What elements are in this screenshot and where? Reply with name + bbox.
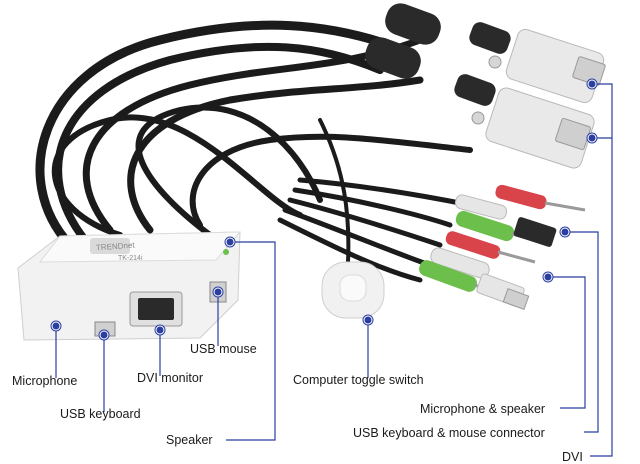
dvi-connector-top	[488, 28, 606, 104]
label-usb-keyboard-mouse-connector: USB keyboard & mouse connector	[353, 426, 545, 440]
label-dvi-monitor: DVI monitor	[137, 371, 203, 385]
label-usb-mouse: USB mouse	[190, 342, 257, 356]
label-speaker: Speaker	[166, 433, 213, 447]
device-model-text: TK-214i	[118, 255, 143, 262]
callout-dot-microphone	[51, 321, 61, 331]
kvm-device	[17, 231, 242, 341]
label-microphone-speaker: Microphone & speaker	[420, 402, 546, 416]
label-dvi: DVI	[562, 450, 583, 464]
cable-bundle	[35, 20, 473, 283]
label-usb-keyboard: USB keyboard	[60, 407, 141, 421]
callout-dot-usb-keyboard	[99, 330, 109, 340]
label-microphone: Microphone	[12, 374, 78, 388]
callout-dot-speaker	[225, 237, 235, 247]
callout-dot-usb-mouse	[213, 287, 223, 297]
callout-dot-usb-connector	[560, 227, 570, 237]
callout-dot-microphone-speaker	[543, 272, 553, 282]
label-computer-toggle-switch: Computer toggle switch	[293, 373, 424, 387]
callout-lines	[55, 83, 613, 457]
dvi-connector-bottom	[471, 87, 595, 169]
ferrite-cores	[365, 3, 511, 106]
callout-dot-dvi-bottom	[587, 133, 597, 143]
toggle-switch-puck	[321, 261, 385, 319]
callout-dot-toggle-switch	[363, 315, 373, 325]
callout-dot-dvi-monitor	[155, 325, 165, 335]
audio-usb-plugs	[419, 184, 586, 310]
callout-dot-dvi-top	[587, 79, 597, 89]
